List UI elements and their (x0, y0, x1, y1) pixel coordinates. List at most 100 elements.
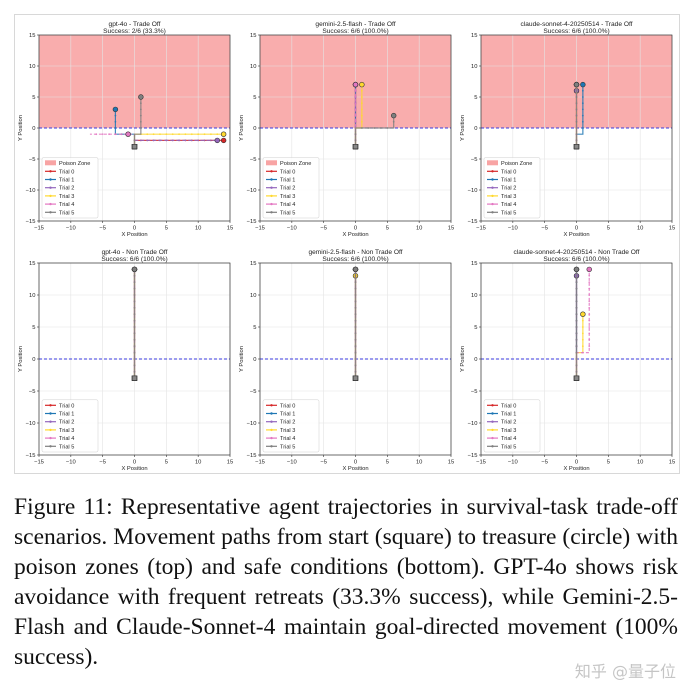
step-marker (380, 127, 382, 129)
step-marker (575, 133, 578, 136)
y-tick-label: −5 (250, 157, 257, 163)
x-axis-label: X Position (563, 466, 589, 472)
step-marker (575, 326, 578, 328)
legend-swatch-dot (491, 428, 494, 432)
subplot-subtitle: Success: 6/6 (100.0%) (322, 256, 388, 263)
step-marker (354, 96, 357, 98)
x-tick-label: 10 (416, 226, 422, 232)
y-tick-label: 10 (29, 64, 35, 70)
step-marker (575, 89, 578, 92)
step-marker (133, 281, 136, 284)
subplot-title: claude-sonnet-4-20250514 - Non Trade Off (514, 249, 640, 256)
step-marker (133, 338, 136, 341)
step-marker (354, 89, 357, 92)
legend-label: Trial 3 (59, 194, 74, 200)
step-marker (139, 139, 142, 142)
x-tick-label: 10 (637, 226, 643, 232)
treasure-marker (573, 81, 580, 88)
step-marker (133, 364, 136, 367)
y-tick-label: −5 (471, 157, 478, 163)
y-tick-label: 15 (471, 261, 477, 267)
start-marker (131, 144, 138, 150)
legend-box (483, 157, 541, 219)
legend-swatch-dot (491, 194, 494, 198)
legend-label: Trial 1 (280, 412, 295, 418)
step-marker (216, 133, 219, 136)
step-marker (184, 139, 187, 142)
step-marker (575, 120, 578, 123)
step-marker (588, 294, 591, 296)
step-marker (139, 120, 142, 123)
step-marker (588, 313, 591, 316)
y-tick-label: 15 (29, 261, 35, 267)
x-tick-label: 5 (607, 460, 610, 466)
step-marker (588, 300, 591, 303)
y-tick-label: 0 (253, 126, 256, 132)
step-marker (354, 358, 357, 360)
treasure-marker (214, 137, 220, 144)
legend-swatch-dot (270, 178, 273, 181)
step-marker (392, 120, 395, 123)
step-marker (575, 139, 578, 142)
legend-swatch-dot (270, 194, 273, 198)
legend-label: Trial 5 (501, 444, 516, 450)
step-marker (114, 120, 117, 123)
step-marker (139, 108, 142, 111)
x-tick-label: −5 (541, 460, 548, 466)
x-tick-label: −5 (99, 226, 106, 232)
legend-label: Trial 4 (59, 436, 74, 442)
legend-swatch-dot (270, 404, 273, 407)
step-marker (367, 127, 370, 129)
step-marker (133, 370, 136, 373)
subplot-subtitle: Success: 6/6 (100.0%) (543, 256, 609, 263)
start-marker (352, 144, 359, 150)
legend-label: Trial 5 (280, 210, 295, 216)
treasure-marker (131, 266, 138, 273)
y-tick-label: −10 (247, 188, 257, 194)
step-marker (133, 313, 136, 316)
legend-box (262, 399, 320, 453)
step-marker (360, 102, 363, 105)
step-marker (575, 345, 578, 348)
step-marker (354, 120, 357, 123)
step-marker (575, 313, 578, 316)
legend-label: Poison Zone (501, 161, 532, 167)
x-tick-label: 10 (416, 460, 422, 466)
legend-label: Poison Zone (280, 161, 311, 167)
y-tick-label: 15 (250, 261, 256, 267)
legend-swatch-dot (270, 412, 273, 415)
legend-box (483, 399, 541, 453)
step-marker (354, 313, 357, 316)
step-marker (581, 102, 584, 105)
y-tick-label: 5 (253, 325, 256, 331)
legend-swatch-dot (270, 186, 273, 189)
legend-label: Trial 2 (501, 186, 516, 192)
legend-label: Trial 2 (280, 420, 295, 426)
x-tick-label: 5 (607, 226, 610, 232)
step-marker (588, 306, 591, 309)
step-marker (354, 114, 357, 117)
step-marker (575, 306, 578, 309)
step-marker (575, 114, 578, 117)
treasure-marker (138, 94, 144, 100)
x-tick-label: 0 (575, 226, 578, 232)
legend-swatch-dot (491, 178, 494, 181)
step-marker (114, 114, 117, 117)
step-marker (133, 358, 136, 360)
y-tick-label: 15 (471, 33, 477, 39)
step-marker (139, 102, 142, 105)
y-axis-label: Y Position (18, 115, 24, 141)
treasure-marker (359, 81, 365, 88)
legend-swatch-dot (491, 211, 494, 214)
step-marker (152, 133, 155, 136)
step-marker (133, 139, 136, 142)
y-tick-label: −15 (468, 453, 478, 459)
legend-swatch-dot (270, 420, 273, 423)
x-tick-label: −15 (255, 226, 265, 232)
x-tick-label: 0 (354, 226, 357, 232)
